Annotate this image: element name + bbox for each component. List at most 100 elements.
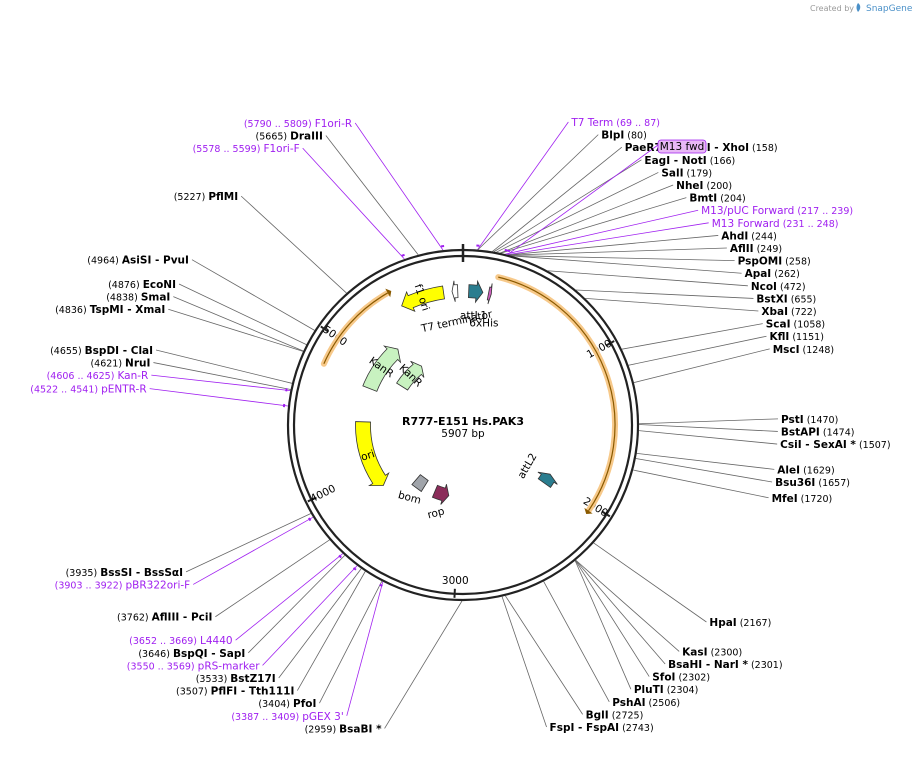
primer-label-l4440[interactable]: (3652 .. 3669) L4440 (129, 635, 232, 647)
primer-label-pentr-r[interactable]: (4522 .. 4541) pENTR-R (30, 384, 146, 396)
feature-attl2-4[interactable] (537, 471, 558, 489)
leader-kfli (628, 335, 767, 366)
primer-label-m13-forward[interactable]: M13 Forward (231 .. 248) (712, 218, 839, 230)
primer-label-f1ori-r[interactable]: (5790 .. 5809) F1ori-R (244, 118, 352, 130)
leader-pflfi-tth111i (297, 571, 366, 691)
site-label-pflfi-tth111i[interactable]: (3507) PflFI - Tth111I (176, 686, 294, 698)
feature-kanr-6[interactable] (396, 360, 425, 391)
primer-label-m13-puc-forward[interactable]: M13/pUC Forward (217 .. 239) (701, 205, 853, 217)
orf-arrowhead-1 (385, 288, 392, 298)
site-label-sali[interactable]: SalI (179) (661, 167, 712, 179)
site-label-eagi-noti[interactable]: EagI - NotI (166) (644, 155, 735, 167)
site-label-ahdi[interactable]: AhdI (244) (721, 230, 777, 242)
site-label-pshai[interactable]: PshAI (2506) (612, 697, 680, 709)
site-label-bsssi-bsss-i[interactable]: (3935) BssSI - BssSαI (66, 567, 183, 579)
leader-pfoi (319, 580, 383, 704)
primer-label-t7-term[interactable]: T7 Term (69 .. 87) (570, 117, 660, 129)
leader-blpi (477, 134, 599, 250)
primer-label-f1ori-f[interactable]: (5578 .. 5599) F1ori-F (193, 143, 300, 155)
leader-csii-sexai (638, 430, 778, 445)
primer-mark-prs-marker (352, 567, 357, 571)
site-label-hpai[interactable]: HpaI (2167) (709, 617, 771, 629)
feature-rop-9[interactable] (431, 484, 450, 505)
primer-label-prs-marker[interactable]: (3550 .. 3569) pRS-marker (127, 660, 260, 672)
leader-bsu36i (635, 458, 773, 483)
feature-t7-terminator-2[interactable] (451, 280, 459, 302)
site-label-pflmi[interactable]: (5227) PflMI (174, 191, 238, 203)
leader-pgex-3 (346, 581, 384, 716)
site-label-nhei[interactable]: NheI (200) (676, 180, 732, 192)
site-label-apai[interactable]: ApaI (262) (745, 268, 800, 280)
site-label-psti[interactable]: PstI (1470) (781, 414, 838, 426)
site-label-bstz17i[interactable]: (3533) BstZ17I (196, 673, 276, 685)
leader-pflmi (240, 195, 347, 294)
primer-label-pgex-3[interactable]: (3387 .. 3409) pGEX 3' (231, 711, 343, 723)
site-label-sfoi[interactable]: SfoI (2302) (652, 672, 710, 684)
feature-ori-7[interactable] (355, 421, 390, 487)
feature-attl1-0[interactable] (468, 279, 484, 304)
plasmid-size: 5907 bp (441, 428, 485, 440)
leader-hpai (593, 542, 707, 623)
leader-scai (621, 323, 763, 350)
leader-pbr322ori-f (193, 516, 314, 585)
site-label-ncoi[interactable]: NcoI (472) (751, 281, 806, 293)
leader-prs-marker (262, 565, 358, 666)
site-label-aflii[interactable]: AflII (249) (730, 243, 782, 255)
leader-ahdi (508, 235, 719, 256)
tick-label-3000: 3000 (442, 575, 469, 587)
site-label-pluti[interactable]: PluTI (2304) (634, 684, 698, 696)
tick-label-4000: 4000 (308, 483, 337, 506)
site-label-scai[interactable]: ScaI (1058) (766, 319, 825, 331)
primer-label-kan-r[interactable]: (4606 .. 4625) Kan-R (47, 370, 149, 382)
site-label-msci[interactable]: MscI (1248) (773, 344, 834, 356)
leader-bstapi (638, 424, 778, 432)
site-label-pfoi[interactable]: (3404) PfoI (258, 698, 316, 710)
site-label-xbai[interactable]: XbaI (722) (761, 306, 816, 318)
site-label-afliii-pcii[interactable]: (3762) AflIII - PciI (117, 612, 212, 624)
tick-mark-5000 (320, 325, 329, 333)
feature-f1-ori-3[interactable] (401, 285, 445, 313)
site-label-bgli[interactable]: BglI (2725) (586, 709, 644, 721)
site-label-bstxi[interactable]: BstXI (655) (756, 293, 816, 305)
site-label-draiii[interactable]: (5665) DraIII (256, 131, 323, 143)
feature-kanr-5[interactable] (362, 345, 402, 392)
leader-alei (636, 452, 775, 470)
site-label-bsu36i[interactable]: Bsu36I (1657) (775, 477, 850, 489)
site-label-kasi[interactable]: KasI (2300) (682, 646, 742, 658)
site-label-smai[interactable]: (4838) SmaI (106, 292, 170, 304)
feature-6xhis-1[interactable] (486, 283, 493, 305)
leader-bsahi-nari (575, 560, 666, 665)
site-label-bspqi-sapi[interactable]: (3646) BspQI - SapI (138, 648, 245, 660)
site-label-bsahi-nari[interactable]: BsaHI - NarI * (2301) (668, 659, 782, 671)
leader-pentr-r (149, 388, 289, 407)
primer-label-pbr322ori-f[interactable]: (3903 .. 3922) pBR322ori-F (55, 579, 191, 591)
site-label-bmti[interactable]: BmtI (204) (689, 193, 745, 205)
site-label-alei[interactable]: AleI (1629) (777, 464, 834, 476)
leader-afliii-pcii (215, 539, 330, 618)
site-label-mfei[interactable]: MfeI (1720) (772, 493, 833, 505)
leader-m13-fwd (507, 144, 659, 256)
site-label-bsabi[interactable]: (2959) BsaBI * (305, 723, 383, 735)
site-label-kfli[interactable]: KflI (1151) (769, 331, 823, 343)
feature-bom-8[interactable] (411, 474, 429, 493)
primer-marks (282, 244, 511, 587)
primer-mark-f1ori-f (401, 253, 405, 257)
leader-kasi (575, 559, 680, 652)
leader-pluti (574, 560, 632, 690)
site-label-econi[interactable]: (4876) EcoNI (108, 279, 176, 291)
leader-nhei (500, 184, 674, 254)
highlight-primer-badge[interactable] (657, 139, 707, 154)
site-label-blpi[interactable]: BlpI (80) (601, 130, 647, 142)
site-label-bspdi-clai[interactable]: (4655) BspDI - ClaI (50, 345, 153, 357)
site-label-nrui[interactable]: (4621) NruI (90, 358, 150, 370)
primer-mark-m13-forward (506, 249, 511, 253)
site-label-asisi-pvui[interactable]: (4964) AsiSI - PvuI (87, 255, 189, 267)
tick-mark-2000 (601, 510, 611, 518)
site-label-tspmi-xmai[interactable]: (4836) TspMI - XmaI (55, 304, 165, 316)
site-label-pspomi[interactable]: PspOMI (258) (738, 256, 811, 268)
site-label-bstapi[interactable]: BstAPI (1474) (781, 426, 855, 438)
site-label-csii-sexai[interactable]: CsiI - SexAI * (1507) (780, 439, 890, 451)
site-label-fspi-fspai[interactable]: FspI - FspAI (2743) (550, 722, 654, 734)
leader-bsssi-bsss-i (185, 513, 312, 573)
leader-nrui (153, 362, 291, 390)
